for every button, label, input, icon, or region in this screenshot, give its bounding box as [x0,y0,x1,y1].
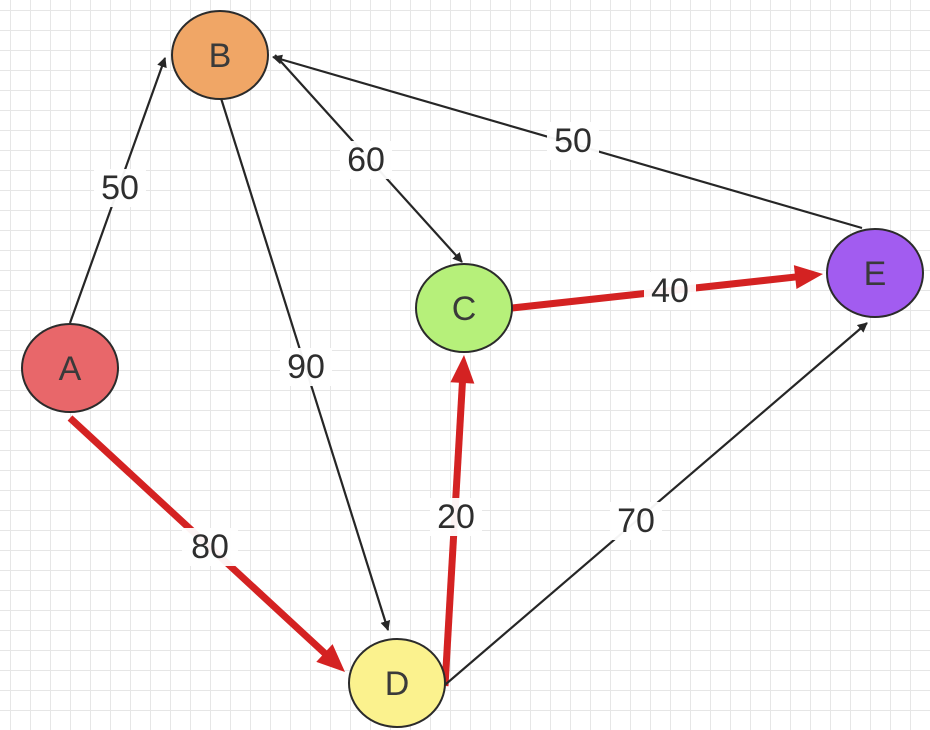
edge-a-b: 50 [68,57,167,324]
edge-label-bg [610,502,662,540]
edge-weight-label: 50 [101,169,139,207]
edge-weight-label: 20 [437,498,475,536]
edge-weight-label: 70 [617,502,655,540]
node-a: A [21,323,119,413]
node-label: E [864,255,887,293]
edge-arrowhead [450,355,475,384]
node-c: C [415,263,513,353]
edge-weight-label: 50 [554,122,592,160]
edge-label-bg [94,169,146,207]
edge-label-bg [644,272,696,310]
node-label: D [385,665,410,703]
edge-b-d: 90 [218,94,391,631]
edge-c-e: 40 [511,265,823,312]
edge-e-b: 50 [272,54,863,230]
node-circle [826,228,924,318]
edge-label-bg [430,498,482,536]
node-label: B [209,37,232,75]
node-circle [21,323,119,413]
edge-arrowhead [316,644,345,672]
edge-label-bg [182,528,238,566]
edge-d-e: 70 [396,322,868,727]
edge-weight-label: 90 [287,348,325,386]
edge-label-bg [547,122,599,160]
edge-a-d: 80 [67,415,345,672]
edge-weight-label: 80 [191,528,229,566]
edge-weight-label: 60 [347,141,385,179]
node-circle [415,263,513,353]
node-label: A [59,350,82,388]
edge-b-c: 60 [274,54,463,263]
node-label: C [452,290,477,328]
edge-weight-label: 40 [651,272,689,310]
node-e: E [826,228,924,318]
node-circle [348,638,446,728]
edges-layer: 50 80 60 90 20 40 70 50 [67,54,868,727]
edge-d-c: 20 [430,355,482,687]
node-b: B [171,10,269,100]
edge-arrowhead [793,265,823,289]
nodes-layer: A B C D E [21,10,924,728]
node-circle [171,10,269,100]
edge-label-bg [280,348,332,386]
edge-label-bg [340,141,392,179]
node-d: D [348,638,446,728]
